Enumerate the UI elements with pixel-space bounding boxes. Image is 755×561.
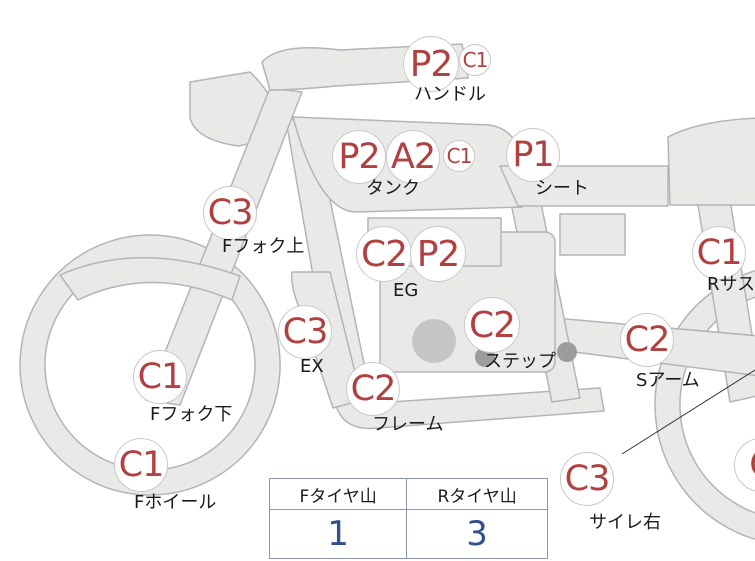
tank-grade-badge: A2 [386, 130, 440, 184]
rsus-label: Rサス [707, 274, 755, 295]
tire-table-value-front: 1 [268, 509, 408, 559]
ffork-upper-grade-badge: C3 [203, 186, 257, 240]
seat-grade-badge: P1 [506, 128, 560, 182]
handle-grade-badge: P2 [403, 36, 459, 92]
ffork-lower-label: Fフォク下 [150, 404, 233, 425]
seat-label: シート [535, 178, 589, 199]
tank-grade-badge: P2 [332, 130, 386, 184]
step-label: ステップ [484, 351, 556, 372]
swingarm-grade-badge: C2 [620, 313, 674, 367]
exhaust-label: EX [300, 356, 324, 377]
side-cover [559, 213, 626, 256]
front-fender [59, 257, 241, 301]
engine-grade-badge: P2 [410, 226, 466, 282]
front-fork [145, 87, 303, 406]
ffork-upper-label: Fフォク上 [222, 236, 305, 257]
engine-label: EG [393, 280, 419, 301]
ffork-lower-grade-badge: C1 [133, 350, 187, 404]
handle-grade-badge: C1 [459, 44, 491, 76]
tire-tread-table: Fタイヤ山 Rタイヤ山 1 3 [268, 478, 548, 559]
rsus-grade-badge: C1 [692, 226, 746, 280]
tire-table-header-rear: Rタイヤ山 [406, 478, 548, 510]
silencer-right-label: サイレ右 [589, 512, 661, 533]
leader-line [621, 369, 755, 455]
tire-table-header-front: Fタイヤ山 [268, 478, 408, 510]
tank-grade-badge: C1 [443, 140, 475, 172]
step-grade-badge: C2 [464, 297, 520, 353]
step-peg-right [557, 342, 577, 362]
silencer-right-grade-badge: C3 [560, 452, 614, 506]
tire-table-value-rear: 3 [406, 509, 548, 559]
tire-table-value-row: 1 3 [268, 509, 548, 559]
engine-grade-badge: C2 [356, 226, 412, 282]
fwheel-grade-badge: C1 [114, 438, 168, 492]
swingarm-label: Sアーム [636, 370, 700, 391]
exhaust-grade-badge: C3 [278, 305, 332, 359]
frame-grade-badge: C2 [346, 362, 400, 416]
handle-label: ハンドル [414, 84, 486, 105]
engine-case [412, 319, 456, 363]
frame-label: フレーム [372, 414, 444, 435]
fwheel-label: Fホイール [134, 492, 217, 513]
tail-cowl [667, 117, 755, 206]
tire-table-header-row: Fタイヤ山 Rタイヤ山 [268, 478, 548, 510]
tank-label: タンク [366, 178, 420, 199]
